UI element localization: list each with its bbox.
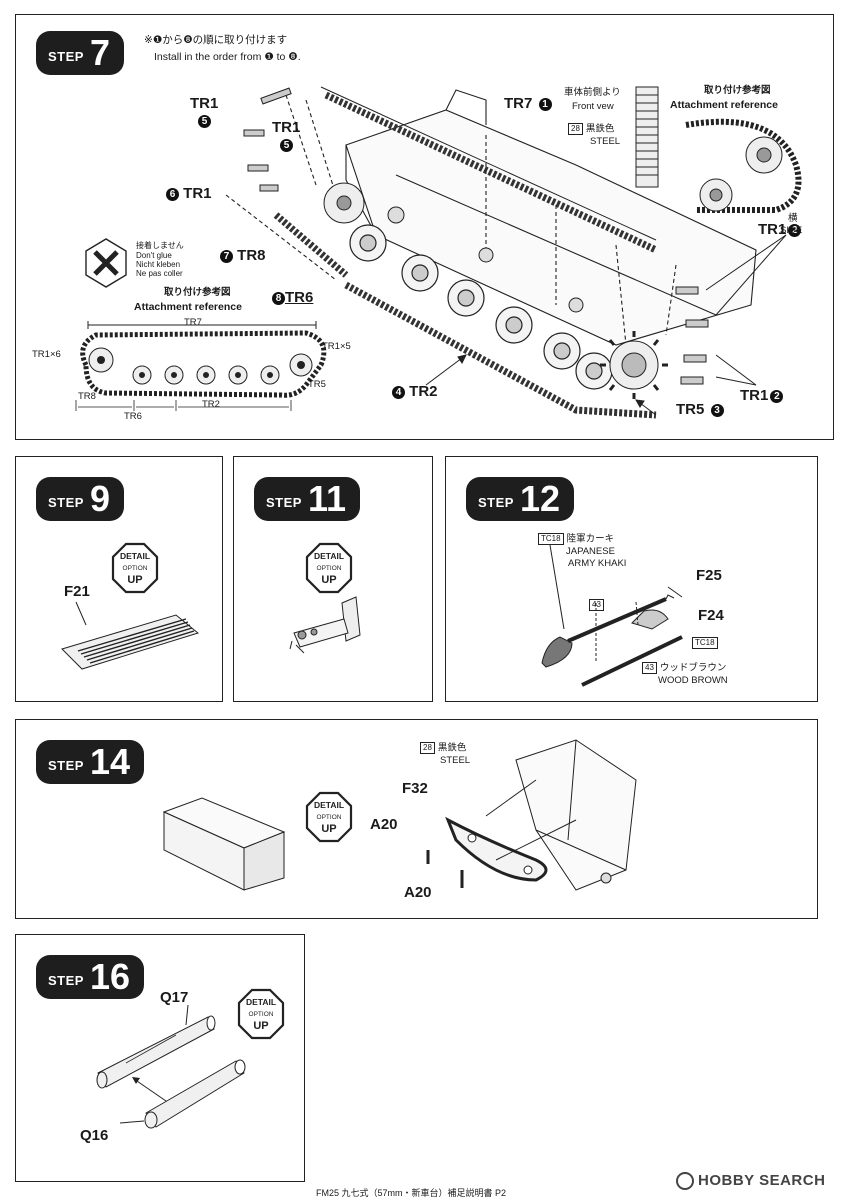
svg-text:DETAIL: DETAIL bbox=[120, 551, 150, 561]
no-glue-fr: Ne pas coller bbox=[136, 269, 183, 278]
no-glue-de: Nicht kleben bbox=[136, 260, 181, 269]
tr7-label: TR7 1 bbox=[504, 95, 552, 112]
ref-tr5: TR5 bbox=[308, 379, 326, 390]
tc18-b: TC18 bbox=[692, 637, 721, 650]
step14-drawing bbox=[162, 739, 637, 891]
ref-tr1x6: TR1×6 bbox=[32, 349, 61, 360]
step11-bracket-drawing bbox=[289, 596, 361, 654]
ref-title-en: Attachment reference bbox=[134, 301, 242, 313]
wood-brown-en: WOOD BROWN bbox=[658, 675, 728, 686]
tr1-num-b: 5 bbox=[278, 136, 293, 153]
side-en: SIDE bbox=[780, 225, 803, 236]
q17-label: Q17 bbox=[160, 989, 189, 1006]
ref-tr6: TR6 bbox=[124, 411, 142, 422]
ref-title-jp: 取り付け参考図 bbox=[164, 287, 231, 298]
a20-label-a: A20 bbox=[370, 816, 398, 833]
step16-tubes-drawing bbox=[96, 1004, 246, 1129]
no-glue-en: Don't glue bbox=[136, 251, 172, 260]
svg-text:UP: UP bbox=[321, 823, 336, 835]
svg-text:DETAIL: DETAIL bbox=[314, 800, 344, 810]
step14-paint-en: STEEL bbox=[440, 755, 471, 766]
svg-text:DETAIL: DETAIL bbox=[314, 551, 344, 561]
tr8-label: 7 TR8 bbox=[218, 247, 266, 264]
attach-ref-en-top: Attachment reference bbox=[670, 99, 778, 111]
ref-tr2: TR2 bbox=[202, 399, 220, 410]
hobby-search-watermark: HOBBY SEARCH bbox=[676, 1172, 825, 1191]
tr1-label-b: TR1 bbox=[272, 119, 301, 136]
side-jp: 横 bbox=[788, 213, 798, 224]
tr5-label: TR5 3 bbox=[676, 401, 724, 418]
svg-text:UP: UP bbox=[253, 1020, 268, 1032]
shovel-pickaxe-drawing bbox=[541, 544, 683, 687]
front-view-en: Front vew bbox=[572, 101, 614, 112]
detail-up-badge-16: DETAIL OPTION UP bbox=[237, 988, 285, 1040]
svg-text:OPTION: OPTION bbox=[249, 1011, 274, 1018]
svg-text:UP: UP bbox=[127, 574, 142, 586]
q16-label: Q16 bbox=[80, 1127, 109, 1144]
f24-label: F24 bbox=[698, 607, 724, 624]
a20-label-b: A20 bbox=[404, 884, 432, 901]
page-footer: FM25 九七式（57mm・新車台）補足説明書 P2 bbox=[316, 1188, 507, 1198]
step7-badge: STEP 7 bbox=[36, 31, 124, 75]
ref-tr8: TR8 bbox=[78, 391, 96, 402]
step7-panel: STEP 7 ※❶から❽の順に取り付けます Install in the ord… bbox=[15, 14, 834, 440]
tr1-label-a: TR1 bbox=[190, 95, 219, 112]
f25-label: F25 bbox=[696, 567, 722, 584]
ref-tr7: TR7 bbox=[184, 317, 202, 328]
khaki-en2: ARMY KHAKI bbox=[568, 558, 627, 569]
attach-ref-jp-top: 取り付け参考図 bbox=[704, 85, 771, 96]
f32-label: F32 bbox=[402, 780, 428, 797]
step7-note-en: Install in the order from ❶ to ❽. bbox=[154, 51, 301, 63]
svg-text:UP: UP bbox=[321, 574, 336, 586]
khaki-en1: JAPANESE bbox=[566, 546, 615, 557]
detail-up-badge-9: DETAIL OPTION UP bbox=[111, 542, 159, 594]
tr1-num-a: 5 bbox=[196, 112, 211, 129]
no-glue-jp: 接着しません bbox=[136, 241, 184, 250]
ref-tr1x5: TR1×5 bbox=[322, 341, 351, 352]
tr1-label-c: 6 TR1 bbox=[164, 185, 212, 202]
svg-text:OPTION: OPTION bbox=[317, 565, 342, 572]
detail-up-badge-14: DETAIL OPTION UP bbox=[305, 791, 353, 843]
detail-up-badge-11: DETAIL OPTION UP bbox=[305, 542, 353, 594]
paint-code-box: 28 bbox=[568, 123, 583, 135]
svg-text:DETAIL: DETAIL bbox=[246, 997, 276, 1007]
tr2-label: 4 TR2 bbox=[390, 383, 438, 400]
f21-label: F21 bbox=[64, 583, 90, 600]
svg-text:OPTION: OPTION bbox=[123, 565, 148, 572]
step7-paint-en: STEEL bbox=[590, 136, 621, 147]
tank-hull-drawing bbox=[75, 86, 802, 419]
svg-text:OPTION: OPTION bbox=[317, 814, 342, 821]
watermark-icon bbox=[676, 1172, 694, 1191]
step7-note-jp: ※❶から❽の順に取り付けます bbox=[144, 34, 288, 46]
front-view-jp: 車体前側より bbox=[564, 87, 621, 98]
f21-grille-drawing bbox=[61, 601, 200, 670]
